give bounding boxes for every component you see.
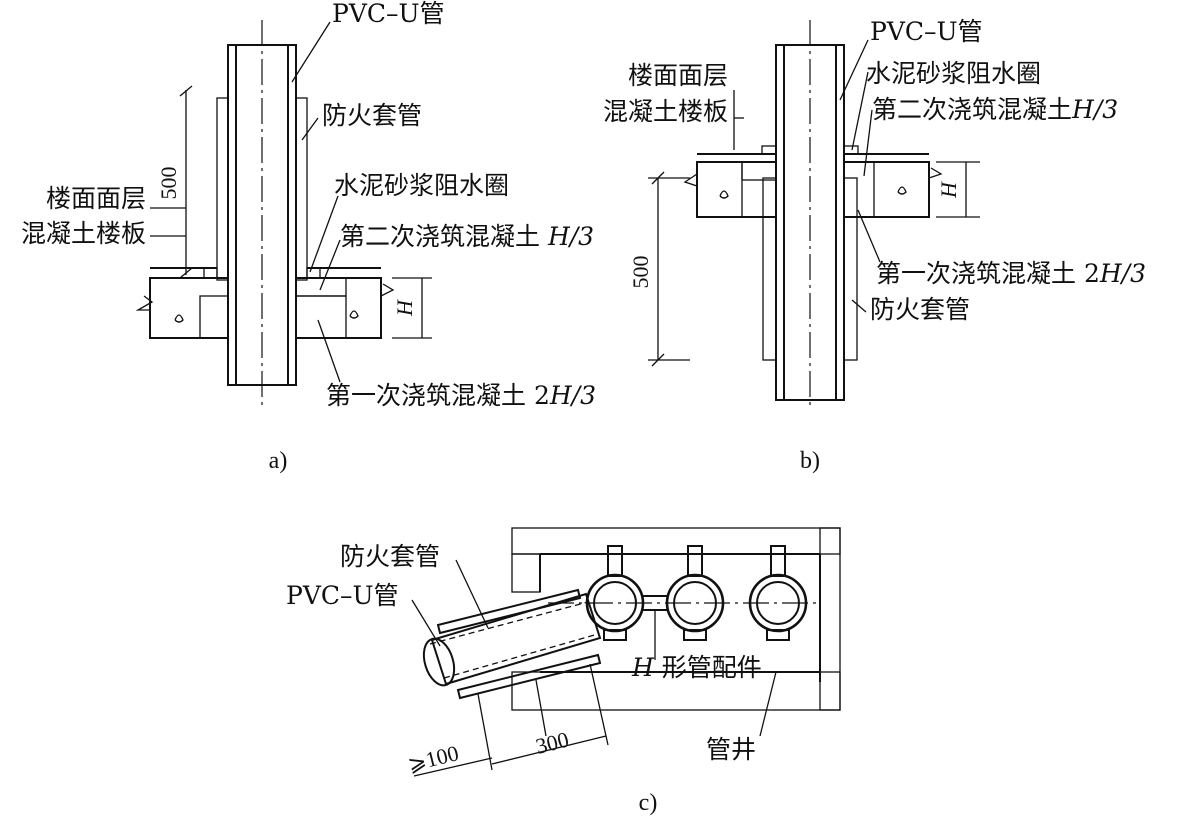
label-fire-sleeve-a: 防火套管	[322, 101, 422, 130]
label-fire-sleeve-c: 防火套管	[340, 542, 440, 571]
dim-h-text-a: H	[392, 299, 417, 317]
label-fitting-c: H 形管配件	[631, 653, 762, 682]
label-slab-b: 混凝土楼板	[603, 97, 728, 126]
dim-h-a: H	[392, 277, 432, 339]
caption-b: b)	[800, 448, 820, 474]
fire-sleeve-b	[762, 177, 858, 361]
dim-h-text-b: H	[936, 181, 961, 199]
dim-h-b: H	[936, 161, 980, 218]
riser-pipes-c	[548, 545, 820, 641]
label-slab-a: 混凝土楼板	[21, 219, 146, 248]
label-fire-sleeve-b: 防火套管	[870, 295, 970, 324]
figure-a: 500 H PVC–U管 防火套管 楼面面层 混凝土楼板 水泥砂浆阻水圈 第二次…	[21, 0, 596, 474]
label-water-ring-a: 水泥砂浆阻水圈	[334, 171, 509, 200]
leaders-c	[411, 559, 777, 737]
label-second-pour-a: 第二次浇筑混凝土 H/3	[340, 222, 594, 251]
dims-c	[413, 663, 609, 777]
dim-500-a: 500	[156, 85, 193, 279]
figure-b: 500 H PVC–U管 水泥砂浆阻水圈 第二次浇筑混凝土H/3 楼面面层 混凝…	[603, 17, 1146, 474]
label-water-ring-b: 水泥砂浆阻水圈	[866, 59, 1041, 88]
label-pvc-pipe-c: PVC–U管	[286, 581, 399, 610]
label-pvc-pipe-a: PVC–U管	[332, 0, 445, 28]
figure-c: 防火套管 PVC–U管 H 形管配件 管井 ⩾100 300 c)	[286, 527, 841, 816]
caption-a: a)	[269, 448, 288, 474]
dim-500-b: 500	[628, 171, 690, 367]
label-shaft-c: 管井	[706, 735, 756, 764]
shaft-walls-c	[511, 527, 841, 711]
label-first-pour-b: 第一次浇筑混凝土 2H/3	[876, 259, 1146, 288]
dim-sleeve-len-c: 300	[533, 727, 571, 759]
caption-c: c)	[639, 790, 658, 816]
pvc-pipe-b	[775, 20, 845, 410]
label-floor-finish-a: 楼面面层	[46, 184, 146, 213]
dim-min-gap-c: ⩾100	[405, 740, 461, 777]
pvc-pipe-a	[227, 20, 297, 405]
leaders-b	[733, 39, 881, 313]
slab-a	[135, 267, 395, 339]
label-floor-finish-b: 楼面面层	[628, 61, 728, 90]
leaders-a	[150, 21, 341, 383]
dim-500-text-b: 500	[628, 256, 653, 289]
dim-500-text-a: 500	[156, 167, 181, 200]
slab-b	[683, 145, 943, 218]
label-second-pour-b: 第二次浇筑混凝土H/3	[872, 95, 1118, 124]
label-first-pour-a: 第一次浇筑混凝土 2H/3	[326, 381, 596, 410]
fire-sleeve-a	[216, 97, 308, 281]
label-pvc-pipe-b: PVC–U管	[870, 17, 983, 46]
branch-pipe-c	[422, 588, 602, 700]
